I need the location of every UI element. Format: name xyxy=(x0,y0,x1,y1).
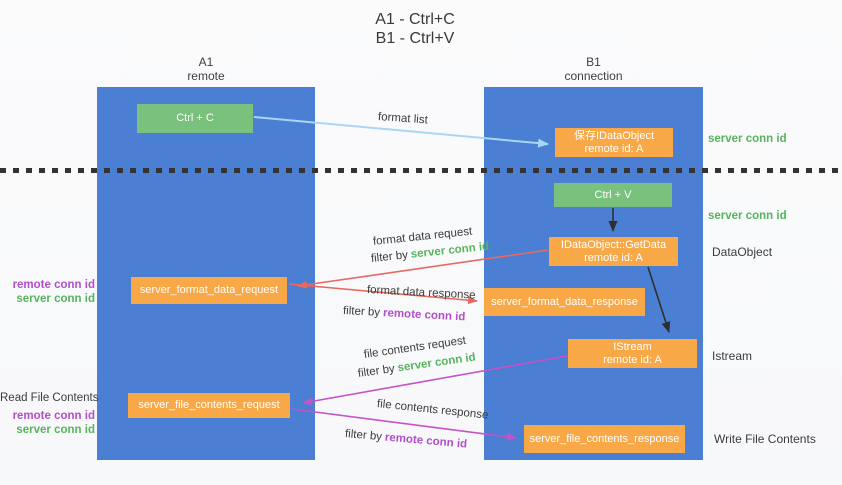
lane-a1-name: A1 xyxy=(198,55,214,69)
istream-line2: remote id: A xyxy=(603,353,662,366)
node-ctrl-v: Ctrl + V xyxy=(554,183,672,207)
node-server-format-data-request: server_format_data_request xyxy=(131,277,287,304)
file-contents-response-arrow xyxy=(291,408,517,441)
title-line-2: B1 - Ctrl+V xyxy=(375,30,455,47)
file-contents-request-arrow xyxy=(302,355,568,406)
server-conn-id-label: server conn id xyxy=(16,424,95,436)
read-file-contents-label: Read File Contents xyxy=(0,392,99,404)
lane-b1-header: B1 connection xyxy=(484,55,703,83)
node-istream: IStream remote id: A xyxy=(568,339,697,368)
lane-b1-subtitle: connection xyxy=(564,69,623,83)
idataobject-getdata-line1: IDataObject::GetData xyxy=(560,238,667,251)
dataobject-label: DataObject xyxy=(712,245,773,259)
node-ctrl-c: Ctrl + C xyxy=(137,104,253,133)
title-line-1: A1 - Ctrl+C xyxy=(375,11,455,28)
idataobject-getdata-line2: remote id: A xyxy=(584,251,643,264)
node-server-file-contents-response: server_file_contents_response xyxy=(524,425,685,453)
getdata-to-istream-arrow xyxy=(647,266,671,333)
node-server-file-contents-request: server_file_contents_request xyxy=(128,393,290,418)
remote-conn-id-label: remote conn id xyxy=(12,279,95,291)
node-save-idataobject: 保存IDataObject remote id: A xyxy=(555,128,673,157)
server-format-data-request-label: server_format_data_request xyxy=(139,284,279,296)
save-idataobject-line2: remote id: A xyxy=(584,142,644,155)
node-idataobject-getdata: IDataObject::GetData remote id: A xyxy=(549,237,678,266)
istream-line1: IStream xyxy=(613,340,652,353)
lane-a1-subtitle: remote xyxy=(187,69,225,83)
lane-b1-name: B1 xyxy=(586,55,601,69)
filter-by-text: filter by xyxy=(342,305,381,319)
format-list-arrow xyxy=(253,116,549,148)
file-request-conn-ids: remote conn id server conn id xyxy=(0,409,95,437)
format-request-conn-ids: remote conn id server conn id xyxy=(0,278,95,306)
server-conn-id-mid-label: server conn id xyxy=(708,210,787,222)
format-data-request-arrow xyxy=(297,249,549,289)
write-file-contents-label: Write File Contents xyxy=(714,432,816,446)
istream-side-label: Istream xyxy=(712,349,753,363)
server-file-contents-response-label: server_file_contents_response xyxy=(529,432,680,445)
boundary-dotted-line xyxy=(0,168,842,173)
node-server-format-data-response: server_format_data_response xyxy=(484,288,645,316)
lane-a1-header: A1 remote xyxy=(97,55,315,83)
ctrl-c-label: Ctrl + C xyxy=(176,112,214,124)
server-file-contents-request-label: server_file_contents_request xyxy=(138,399,280,411)
server-format-data-response-label: server_format_data_response xyxy=(491,295,638,308)
server-conn-id-top-label: server conn id xyxy=(708,133,787,145)
format-data-response-arrow xyxy=(288,283,478,305)
server-conn-id-label: server conn id xyxy=(16,293,95,305)
ctrl-v-label: Ctrl + V xyxy=(594,188,632,201)
diagram-title: A1 - Ctrl+C B1 - Ctrl+V xyxy=(310,10,520,48)
remote-conn-id-label: remote conn id xyxy=(12,410,95,422)
save-idataobject-line1: 保存IDataObject xyxy=(573,129,655,142)
